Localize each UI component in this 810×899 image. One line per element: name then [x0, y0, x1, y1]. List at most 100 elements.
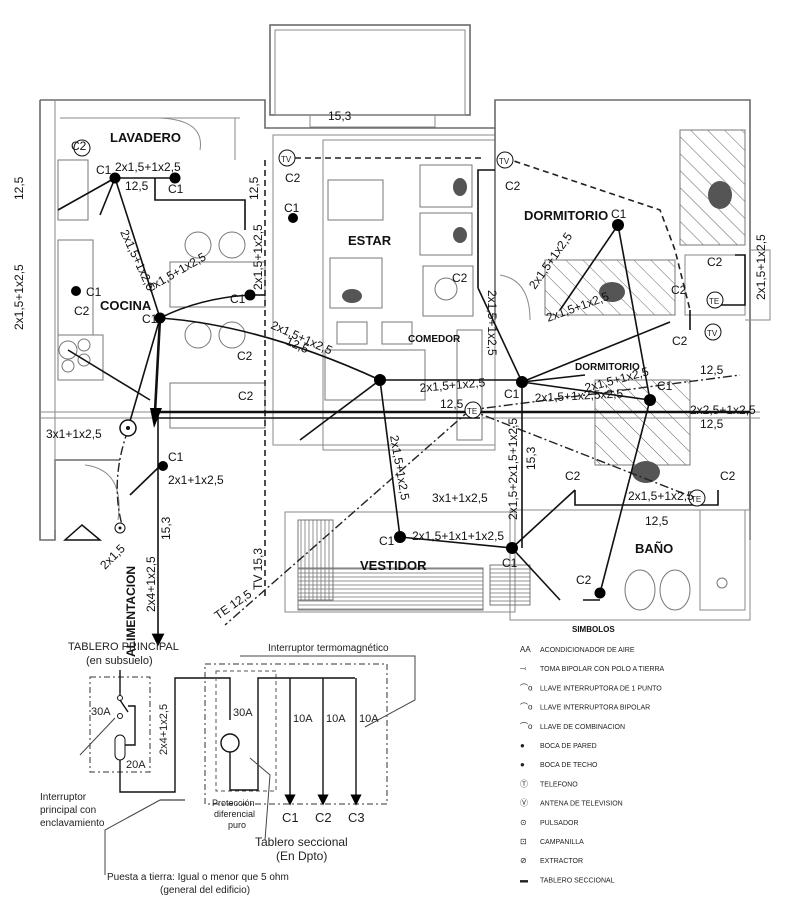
label-c2: C2	[505, 179, 521, 193]
wall-outlet-icon	[594, 587, 606, 599]
telephone-icon: TE	[709, 297, 719, 306]
wall-outlet-icon	[71, 286, 81, 296]
legend-item-label: TELEFONO	[540, 781, 578, 788]
tablero-seccional-sub: (En Dpto)	[276, 849, 327, 863]
wall-outlet-icon	[169, 172, 181, 184]
label-c2: C2	[671, 283, 687, 297]
legend-item-label: ANTENA DE TELEVISION	[540, 801, 623, 808]
ceiling-outlet-icon: ●	[520, 760, 525, 769]
label-length: 12,5	[645, 514, 669, 528]
label-cable: 2x1,5+1x2,5	[485, 290, 499, 356]
ceiling-outlet-icon	[109, 172, 121, 184]
interruptor-line-1: Interruptor	[40, 792, 87, 803]
legend-item-label: TOMA BIPOLAR CON POLO A TIERRA	[540, 666, 665, 673]
label-alim-length: 15,3	[159, 516, 173, 540]
circuit-name: C3	[348, 810, 365, 825]
label-c2: C2	[285, 171, 301, 185]
label-length: 12,5	[440, 397, 464, 411]
label-c1: C1	[168, 182, 184, 196]
label-cable: 3x1+1x2,5	[46, 427, 102, 441]
label-length: 12,5	[247, 176, 261, 200]
legend-item-label: BOCA DE PARED	[540, 743, 597, 750]
switch-bipolar-icon: ⌒o	[520, 703, 533, 712]
breaker-main-rating: 30A	[91, 706, 111, 718]
ceiling-outlet-icon	[394, 531, 406, 543]
label-cable: 2x1,5+1x2,5	[251, 224, 265, 290]
label-c1: C1	[504, 387, 520, 401]
room-cocina: COCINA	[100, 298, 152, 313]
label-length: 12,5	[700, 363, 724, 377]
bell-icon: ⊡	[520, 837, 527, 846]
circuit-name: C2	[315, 810, 332, 825]
label-length: 12,5	[700, 417, 724, 431]
interruptor-line-2: principal con	[40, 805, 96, 816]
room-dormitorio-1: DORMITORIO	[524, 208, 608, 223]
room-comedor: COMEDOR	[408, 334, 461, 345]
label-cable: 2x1,5+1x2,5x2,5	[534, 386, 623, 405]
label-cable: 2x1,5+1x2,5	[419, 375, 486, 395]
schematic: TABLERO PRINCIPAL (en subsuelo) 30A 20A …	[40, 641, 416, 896]
label-alim-cable: 2x4+1x2,5	[144, 556, 158, 612]
legend-item-label: BOCA DE TECHO	[540, 762, 598, 769]
wall-outlet-icon	[288, 213, 298, 223]
label-c1: C1	[379, 534, 395, 548]
label-c1: C1	[611, 207, 627, 221]
proteccion-line-1: Protección	[212, 798, 255, 808]
label-c2: C2	[74, 304, 90, 318]
label-cable: 2x1,5+1x2,5	[628, 489, 694, 503]
label-cable: 2x1,5+2x1,5+1x2,5	[506, 418, 520, 520]
switch-combination-icon: ⌒o	[520, 722, 533, 731]
label-c1: C1	[502, 556, 518, 570]
legend-item-label: LLAVE INTERRUPTORA DE 1 PUNTO	[540, 685, 662, 692]
label-c2: C2	[238, 389, 254, 403]
label-c1: C1	[657, 379, 673, 393]
legend-item-label: EXTRACTOR	[540, 858, 583, 865]
ceiling-outlet-icon	[612, 219, 624, 231]
symbols-heading: SIMBOLOS	[572, 625, 615, 634]
label-c2: C2	[672, 334, 688, 348]
label-length: 12,5	[125, 179, 149, 193]
label-c2: C2	[707, 255, 723, 269]
panel-icon: ▬	[520, 875, 528, 884]
telephone-icon: TE	[467, 407, 477, 416]
wiring	[57, 157, 750, 647]
label-c1: C1	[142, 312, 158, 326]
legend-item-label: TABLERO SECCIONAL	[540, 877, 615, 884]
legend-item-label: PULSADOR	[540, 820, 579, 827]
proteccion-line-3: puro	[228, 820, 246, 830]
switch-1-icon: ⌒o	[520, 683, 533, 692]
tv-antenna-icon: Ⓥ	[520, 799, 528, 808]
label-length: 15,3	[524, 446, 538, 470]
label-c1: C1	[230, 292, 246, 306]
telephone-icon: Ⓣ	[520, 779, 528, 788]
puesta-tierra-sub: (general del edificio)	[160, 885, 250, 896]
wall-outlet-icon	[244, 289, 256, 301]
label-cable: 2x1+1x2,5	[168, 473, 224, 487]
outlet-icon: ⤙	[520, 664, 527, 673]
legend-item-label: LLAVE INTERRUPTORA BIPOLAR	[540, 705, 650, 712]
tv-antenna-icon: TV	[707, 329, 718, 338]
wall-outlet-icon	[158, 461, 168, 471]
room-bano: BAÑO	[635, 541, 673, 556]
label-c2: C2	[720, 469, 736, 483]
label-c2: C2	[71, 139, 87, 153]
proteccion-line-2: diferencial	[214, 809, 255, 819]
ceiling-outlet-icon	[644, 394, 656, 406]
room-lavadero: LAVADERO	[110, 130, 181, 145]
walls	[39, 24, 771, 621]
tablero-seccional-title: Tablero seccional	[255, 835, 348, 849]
circuit-name: C1	[282, 810, 299, 825]
room-estar: ESTAR	[348, 233, 392, 248]
fuse-rating: 20A	[126, 759, 146, 771]
label-c2: C2	[576, 573, 592, 587]
air-conditioner-icon: AA	[520, 645, 531, 654]
diferencial-rating: 30A	[233, 707, 253, 719]
label-cable: 2x1,5+1x1+1x2,5	[412, 529, 504, 543]
push-button-icon: ⊙	[520, 818, 527, 827]
tv-te-markers: TV TV TV TE TE TE	[73, 139, 724, 534]
label-cable: 2x1,5+1x2,5	[12, 264, 26, 330]
label-cable: 2x1,5+1x2,5	[754, 234, 768, 300]
